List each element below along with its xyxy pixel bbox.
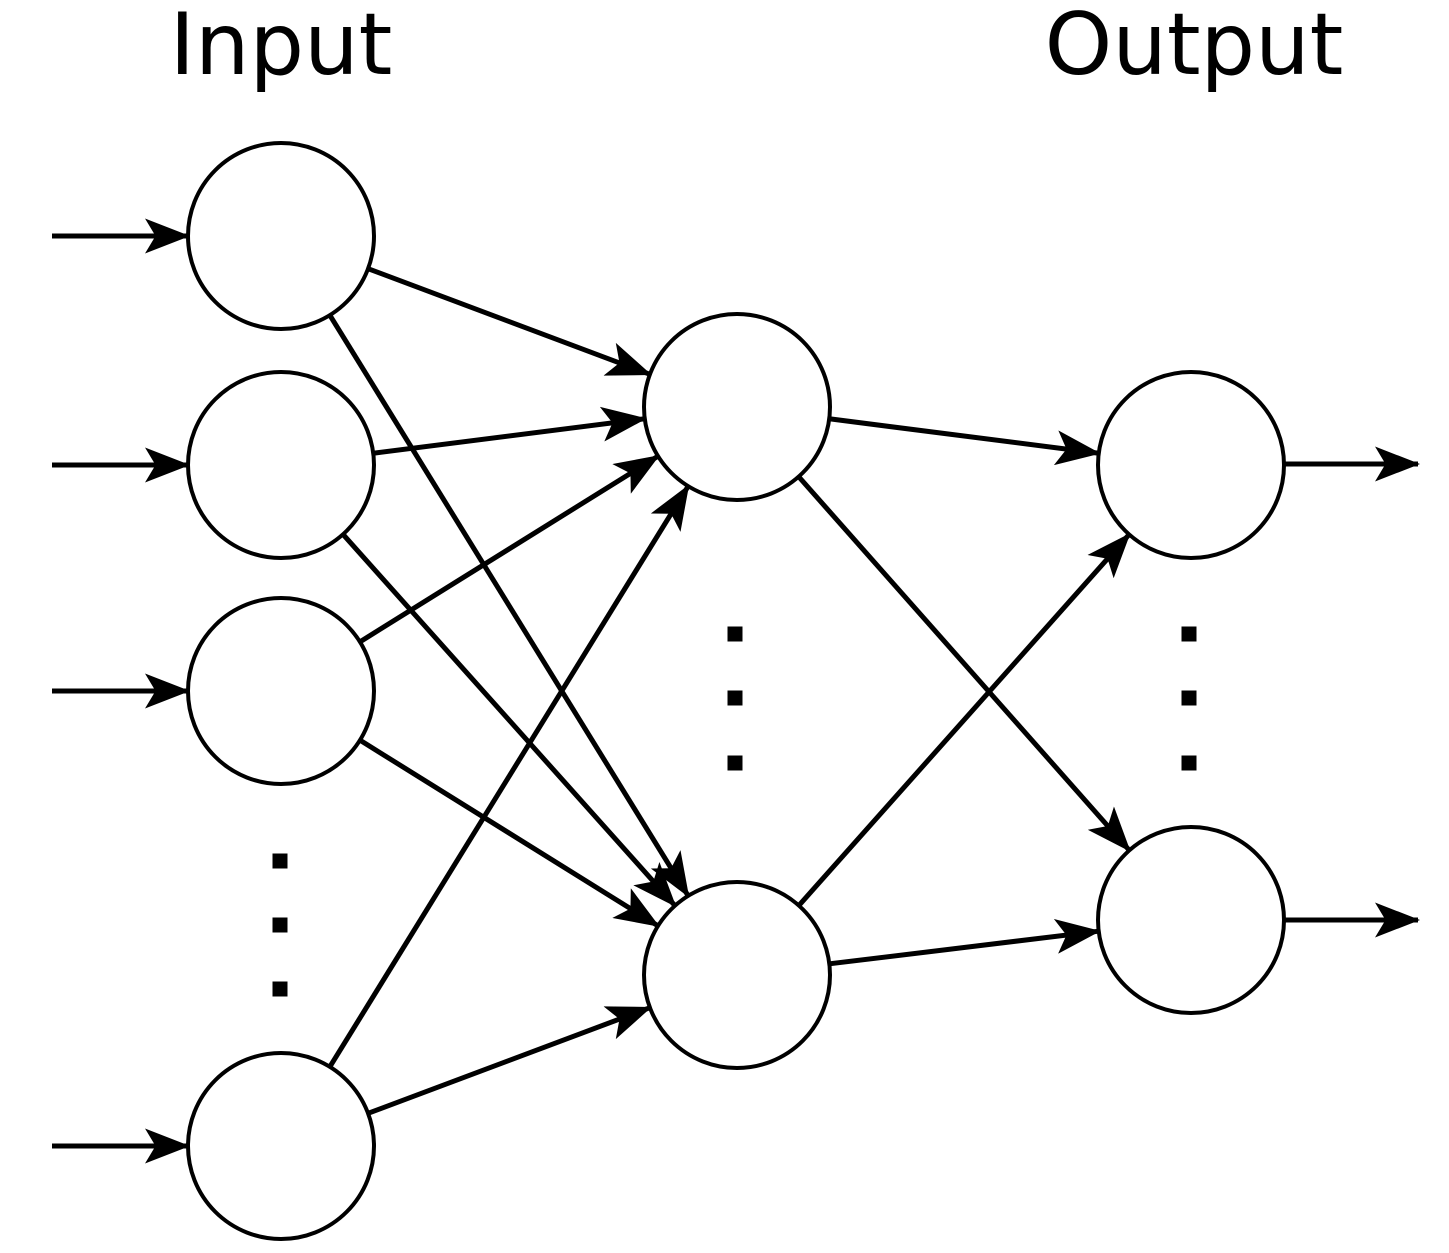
ellipsis-dot-hidden-3 xyxy=(727,755,743,771)
ellipsis-dot-input-3 xyxy=(272,981,288,997)
neuron-hidden-h2 xyxy=(642,880,832,1070)
ellipsis-dot-input-2 xyxy=(272,917,288,933)
neuron-input-i2 xyxy=(186,370,376,560)
connection-edges xyxy=(327,266,1132,1116)
ellipsis-dot-hidden-2 xyxy=(727,690,743,706)
connection-edge-i4-h2 xyxy=(367,1005,652,1116)
neuron-input-i3 xyxy=(186,596,376,786)
ellipsis-dot-output-2 xyxy=(1181,690,1197,706)
connection-edge-i2-h2 xyxy=(341,532,677,908)
neuron-input-i4 xyxy=(186,1051,376,1241)
ellipsis-dot-output-3 xyxy=(1181,755,1197,771)
connection-edge-h2-o1 xyxy=(796,532,1132,908)
connection-edge-i1-h2 xyxy=(327,313,691,898)
neuron-output-o1 xyxy=(1096,370,1286,560)
ellipsis-dot-hidden-1 xyxy=(727,626,743,642)
ellipsis-dot-input-1 xyxy=(272,853,288,869)
output-arrows xyxy=(1285,446,1420,938)
neuron-output-o2 xyxy=(1096,825,1286,1015)
ellipsis-dot-output-1 xyxy=(1181,626,1197,642)
connection-edge-h1-o2 xyxy=(796,474,1132,853)
vertical-ellipsis-groups xyxy=(272,626,1197,997)
neuron-nodes xyxy=(186,141,1286,1241)
neuron-hidden-h1 xyxy=(642,312,832,502)
input-arrows xyxy=(52,218,190,1164)
connection-edge-h1-o1 xyxy=(828,416,1101,466)
connection-edge-i3-h1 xyxy=(358,454,660,644)
connection-edge-i3-h2 xyxy=(358,738,660,928)
connection-edge-i4-h1 xyxy=(327,484,691,1069)
connection-edge-i1-h1 xyxy=(367,266,652,377)
input-layer-label: Input xyxy=(170,0,393,95)
connection-edge-h2-o2 xyxy=(829,918,1101,967)
connection-edge-i2-h1 xyxy=(372,406,647,456)
neuron-input-i1 xyxy=(186,141,376,331)
output-layer-label: Output xyxy=(1045,0,1344,95)
